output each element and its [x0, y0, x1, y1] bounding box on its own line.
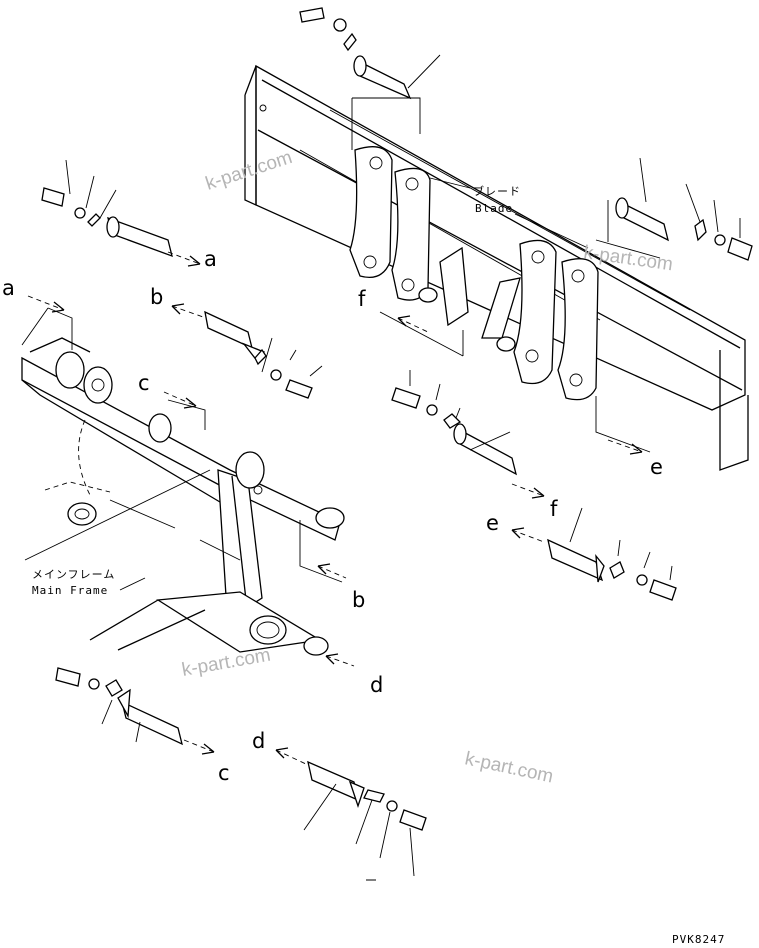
- blade-assembly: [244, 64, 749, 471]
- callout-leaders: [24, 177, 589, 591]
- watermark-3: k-part.com: [180, 645, 272, 681]
- ref-letter-f-lower: f: [550, 497, 558, 521]
- ref-letter-a-left: a: [2, 276, 15, 300]
- drawing-code: PVK8247: [672, 933, 725, 946]
- ref-letter-f-upper: f: [358, 287, 366, 311]
- ref-letter-c-lower: c: [218, 761, 230, 785]
- arrows: [27, 251, 643, 765]
- watermark-4: k-part.com: [463, 748, 555, 787]
- ref-letter-d-right: d: [370, 673, 383, 697]
- blade-label-jp: ブレード: [473, 184, 521, 198]
- ref-letter-b-upper: b: [150, 285, 163, 309]
- ref-letter-c-upper: c: [138, 371, 150, 395]
- ref-letter-a-right: a: [204, 247, 217, 271]
- main-frame-assembly: [21, 307, 345, 656]
- ref-letter-e-upper: e: [650, 455, 663, 479]
- main-frame-label-jp: メインフレーム: [32, 568, 115, 581]
- ref-letter-e-lower: e: [486, 511, 499, 535]
- blade-label-en: Blade: [475, 202, 513, 215]
- pin-groups: [41, 7, 753, 881]
- main-frame-label-en: Main Frame: [32, 584, 108, 597]
- ref-letter-b-lower: b: [352, 588, 365, 612]
- ref-letter-d-left: d: [252, 729, 265, 753]
